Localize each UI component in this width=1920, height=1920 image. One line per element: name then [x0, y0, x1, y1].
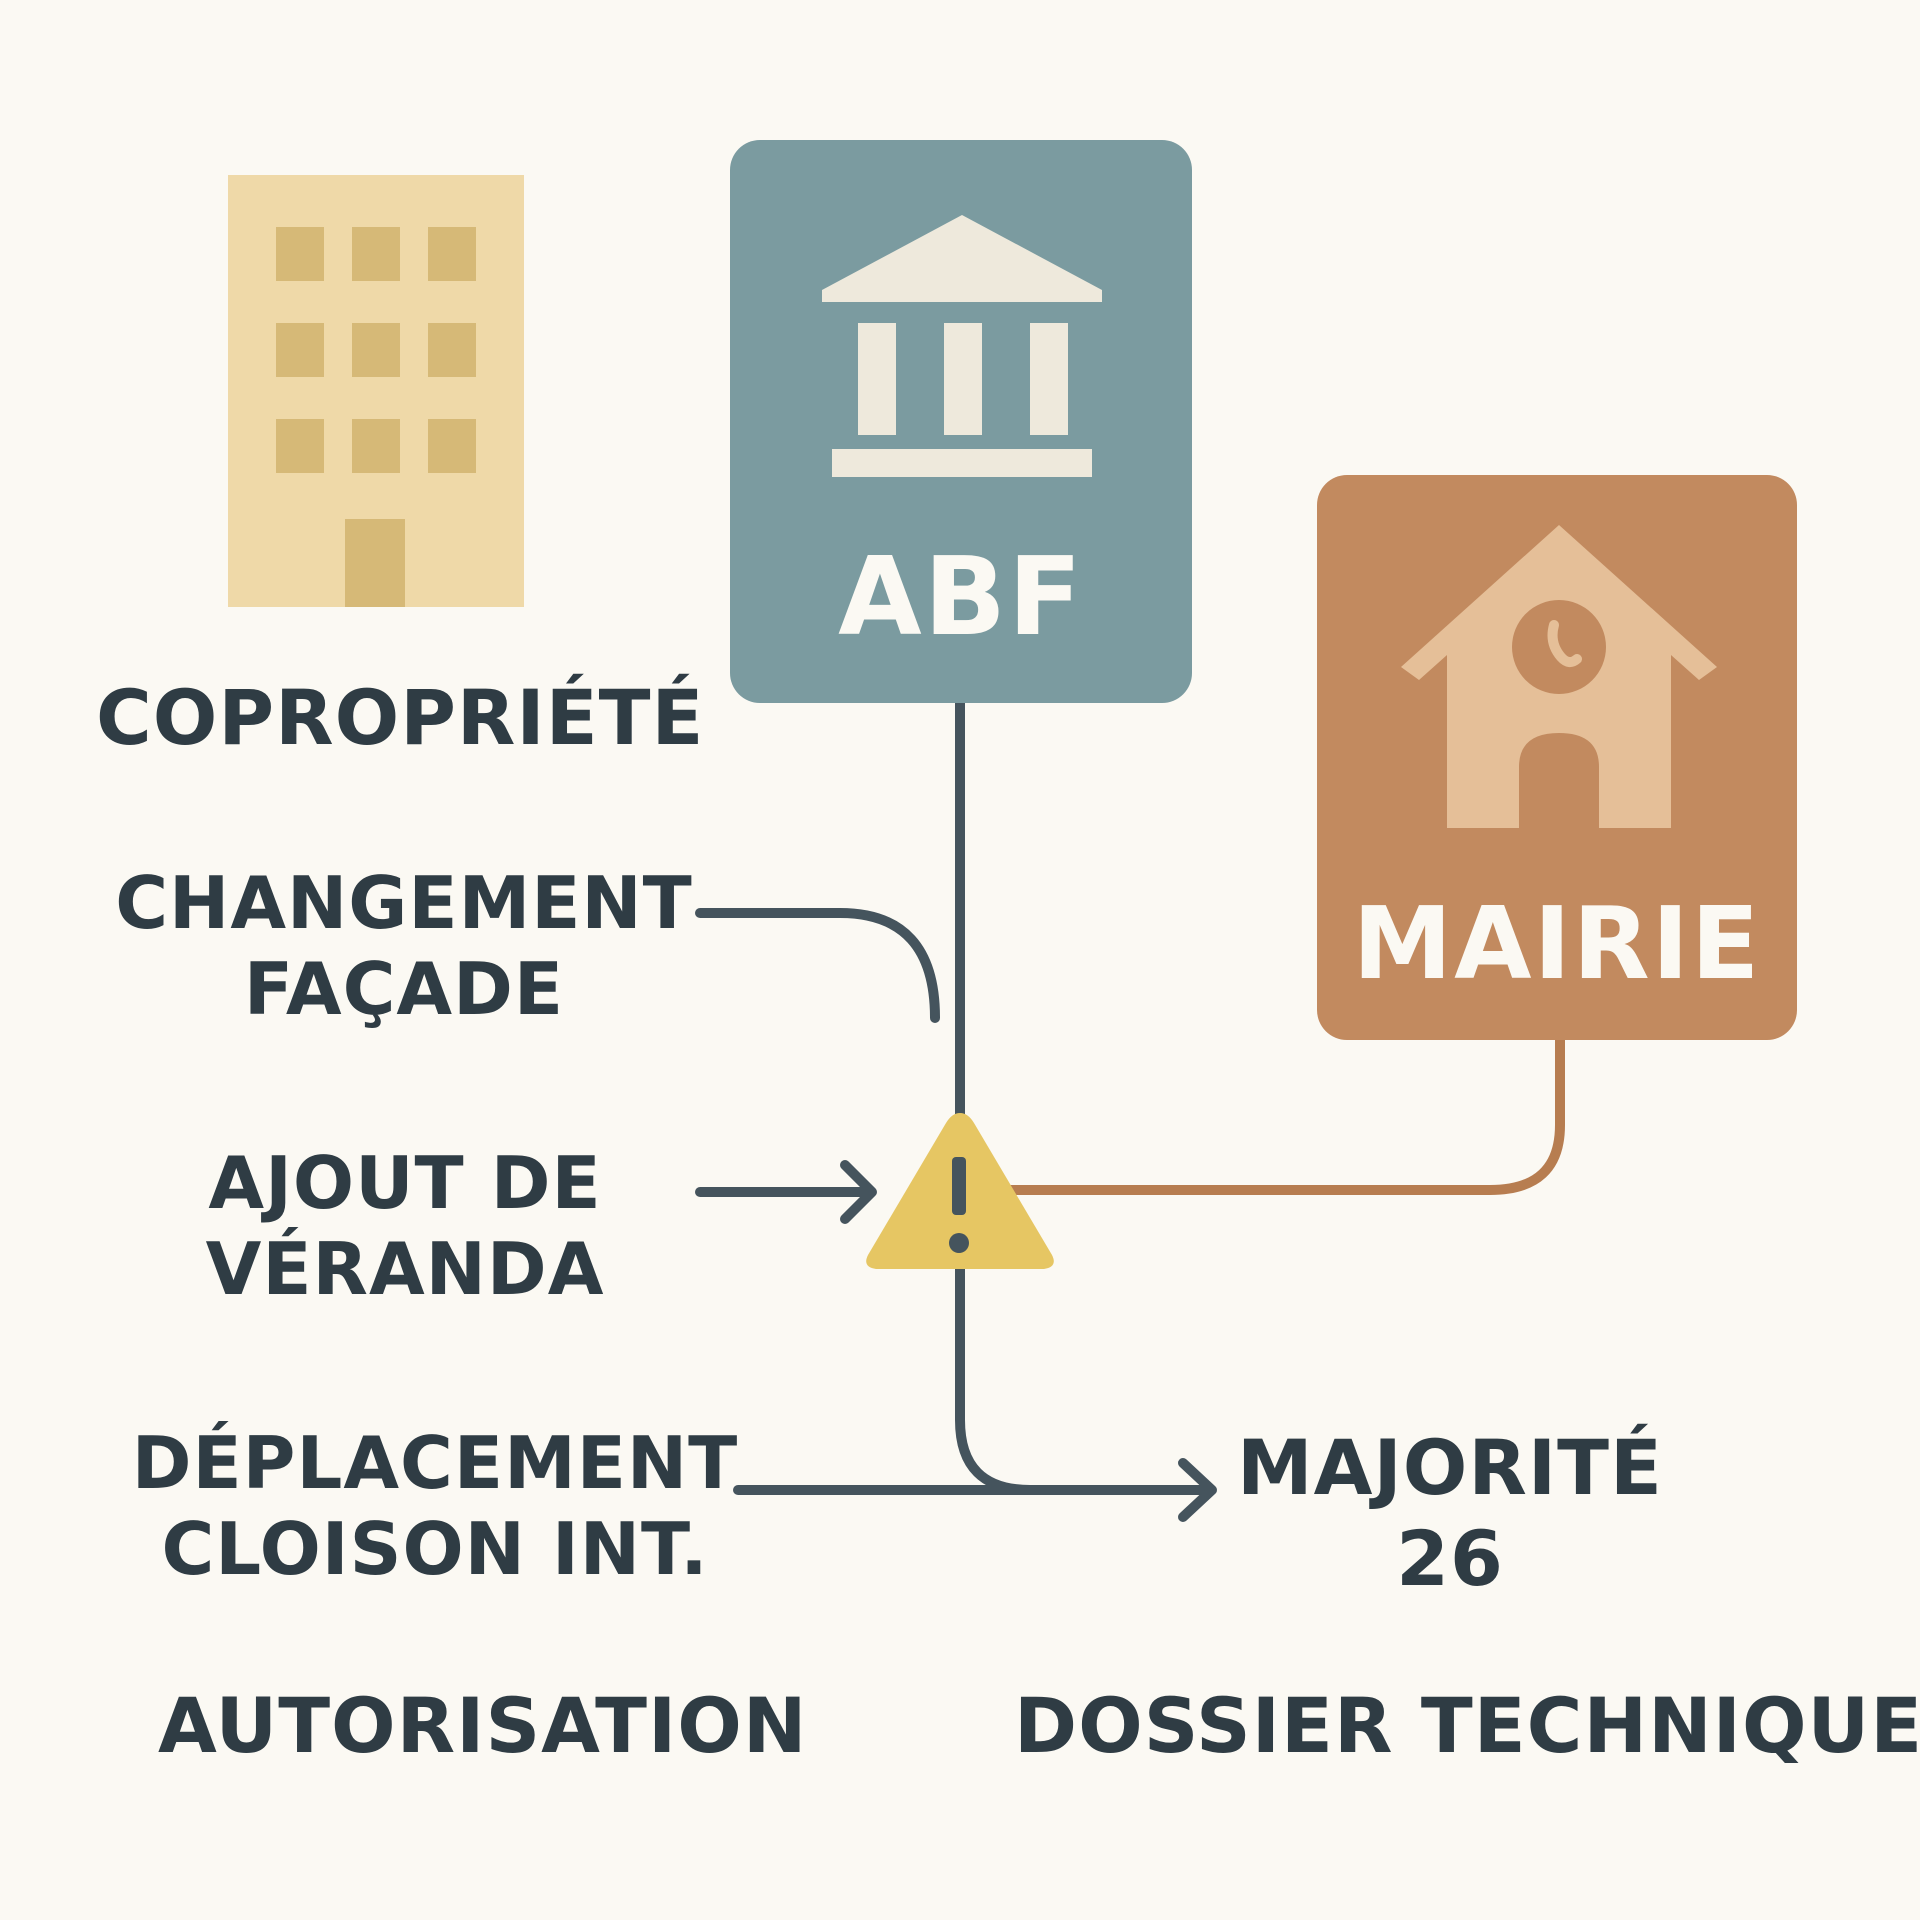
abf-box: ABF	[730, 140, 1192, 703]
mairie-title: MAIRIE	[1352, 885, 1762, 1002]
veranda-line-1: AJOUT DE	[208, 1141, 602, 1225]
deplacement-cloison-label: DÉPLACEMENT CLOISON INT.	[132, 1420, 738, 1593]
warning-icon	[866, 1113, 1054, 1269]
ajout-veranda-label: AJOUT DE VÉRANDA	[206, 1140, 604, 1313]
majorite-label: MAJORITÉ 26	[1230, 1422, 1670, 1604]
veranda-arrowhead	[840, 1160, 877, 1224]
apartment-building-icon	[228, 175, 524, 607]
mairie-connector	[1005, 1035, 1565, 1195]
mairie-box: MAIRIE	[1317, 475, 1797, 1040]
changement-line-1: CHANGEMENT	[115, 861, 693, 945]
cloison-arrowhead	[1178, 1458, 1217, 1522]
abf-title: ABF	[838, 535, 1084, 660]
veranda-line-2: VÉRANDA	[205, 1227, 605, 1312]
changement-connector	[695, 908, 940, 1023]
copropriete-label: COPROPRIÉTÉ	[96, 673, 705, 762]
changement-line-2: FAÇADE	[243, 947, 565, 1032]
autorisation-label: AUTORISATION	[158, 1681, 808, 1770]
cloison-line-1: DÉPLACEMENT	[131, 1421, 739, 1505]
majorite-line-1: MAJORITÉ	[1237, 1423, 1663, 1512]
changement-facade-label: CHANGEMENT FAÇADE	[115, 860, 692, 1033]
majorite-value: 26	[1396, 1514, 1504, 1604]
government-building-icon	[822, 215, 1102, 477]
cloison-line-2: CLOISON INT.	[161, 1507, 709, 1592]
town-hall-icon	[1401, 525, 1717, 828]
dossier-technique-label: DOSSIER TECHNIQUE	[1014, 1681, 1920, 1770]
abf-vertical-line	[955, 695, 1035, 1495]
